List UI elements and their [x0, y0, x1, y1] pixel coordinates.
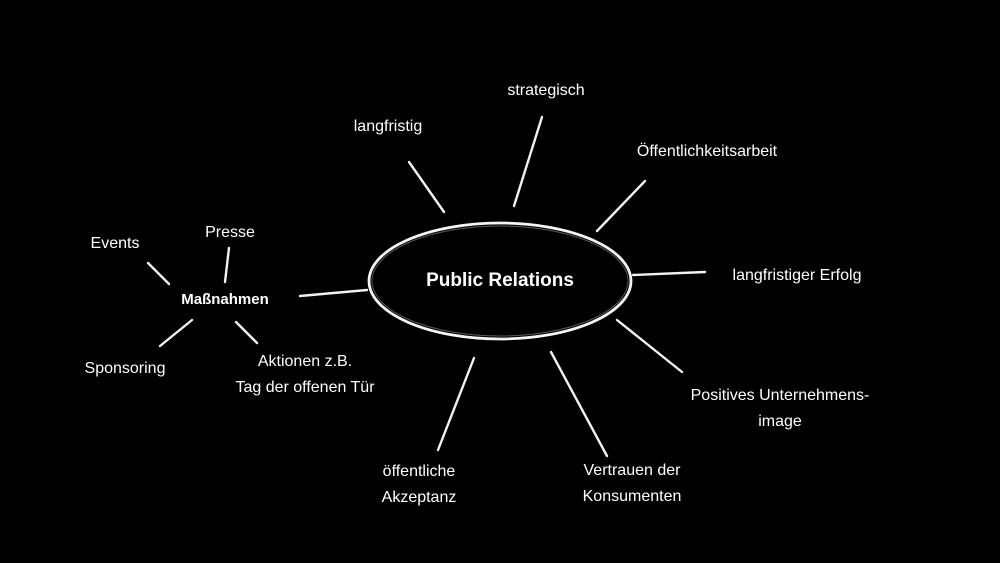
connector-massnahmen: [298, 288, 369, 298]
massnahmen-aktionen: Aktionen z.B. Tag der offenen Tür: [235, 353, 375, 396]
branch-langfristiger-erfolg: langfristiger Erfolg: [732, 267, 862, 284]
massnahmen-events: Events: [90, 235, 140, 252]
connector-events: [146, 261, 171, 286]
branch-positives-image: Positives Unternehmens- image: [690, 387, 870, 430]
connector-langfristig: [407, 160, 446, 214]
center-node-label: Public Relations: [400, 268, 600, 294]
branch-strategisch: strategisch: [507, 82, 585, 99]
connector-oeffentlichkeitsarbeit: [595, 179, 647, 233]
center-ellipse-highlight: [371, 225, 629, 337]
massnahmen-sponsoring: Sponsoring: [84, 360, 166, 377]
connector-vertrauen: [549, 350, 609, 458]
massnahmen-presse: Presse: [205, 224, 255, 241]
branch-langfristig: langfristig: [353, 118, 423, 135]
branch-oeffentlichkeitsarbeit: Öffentlichkeitsarbeit: [636, 143, 778, 160]
connector-langfristiger-erfolg: [631, 270, 707, 277]
connector-positives-image: [615, 318, 684, 374]
center-ellipse: [367, 221, 633, 341]
connector-presse: [223, 246, 231, 284]
branch-akzeptanz: öffentliche Akzeptanz: [381, 463, 457, 506]
connector-akzeptanz: [436, 356, 476, 452]
connector-strategisch: [512, 115, 544, 208]
center-label-text: Public Relations: [426, 270, 574, 291]
connector-aktionen: [234, 320, 259, 345]
massnahmen-node-label: Maßnahmen: [181, 291, 269, 308]
connector-lines: [146, 115, 707, 458]
branch-vertrauen: Vertrauen der Konsumenten: [582, 462, 682, 505]
connector-sponsoring: [158, 318, 194, 348]
